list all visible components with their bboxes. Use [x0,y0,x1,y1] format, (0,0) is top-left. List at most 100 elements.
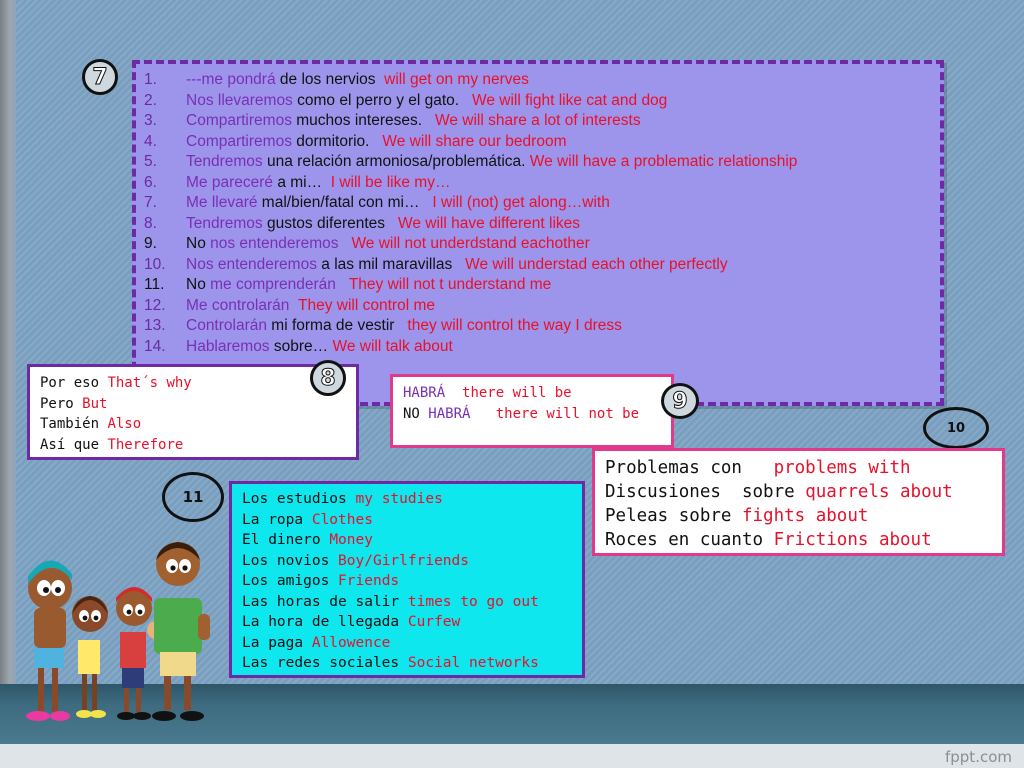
spanish-rest: gustos diferentes [262,214,386,232]
phrase-item: 10.Nos entenderemos a las mil maravillas… [144,255,940,276]
spanish-rest: a mi… [273,173,323,191]
english-topic: Curfew [407,614,461,630]
spanish-topic: La ropa [242,511,304,528]
spanish-connector: También [40,416,100,432]
spanish-verb: Me llevaré [186,194,258,211]
spanish-verb: Controlarán [186,317,267,334]
topic-row: Los amigos Friends [242,571,572,592]
watermark: fppt.com [944,748,1012,766]
spanish-topic: Los estudios [242,491,347,507]
english-phrase: Frictions about [773,530,932,550]
marker-9: 9 [661,383,699,419]
english-topic: Boy/Girlfriends [338,552,469,569]
english-translation: I will be like my… [330,173,451,191]
topic-row: Los estudios my studies [242,489,572,510]
connector-row: Así que Therefore [40,435,346,456]
item-number: 5. [144,153,157,170]
english-phrase: problems with [773,458,911,478]
english-phrase: quarrels about [805,482,953,502]
phrase-item: 11.No me comprenderán They will not t un… [144,275,940,296]
english-translation: We will fight like cat and dog [472,91,668,109]
phrase-item: 7. Me llevaré mal/bien/fatal con mi… I wi… [144,193,940,214]
topic-row: La hora de llegada Curfew [242,612,572,633]
item-number: 11. [144,276,165,293]
spanish-phrase: Problemas con [605,458,742,478]
left-frame-edge [0,0,16,768]
spanish-rest: a las mil maravillas [316,255,453,273]
spanish-rest: sobre… [269,337,329,355]
item-number: 8. [144,214,157,232]
phrase-item: 6.Me pareceré a mi… I will be like my… [144,173,940,194]
future-phrases-box: 1. ---me pondrá de los nervios will get o… [132,60,944,406]
english-topic: Social networks [407,655,539,671]
phrase-item: 4.Compartiremos dormitorio. We will shar… [144,132,940,153]
item-number: 7. [144,194,157,211]
item-number: 2. [144,91,157,109]
spanish-phrase: Roces en cuanto [605,530,764,550]
english-translation: We will not underdstand eachother [351,235,590,252]
english-translation: We will share a lot of interests [434,112,641,129]
english-connector: Also [107,416,142,432]
floor-bottom-strip [0,744,1024,768]
spanish-rest: mal/bien/fatal con mi… [257,194,420,211]
phrase-item: 12.Me controlarán They will control me [144,296,940,317]
spanish-negation: No [186,235,211,252]
item-number: 12. [144,296,166,314]
phrase-item: 2.Nos llevaremos como el perro y el gato… [144,91,940,112]
spanish-topic: La paga [242,634,304,651]
spanish-phrase: Discusiones sobre [605,482,795,502]
item-number: 13. [144,317,166,334]
english-connector: But [82,395,108,412]
topic-row: Las redes sociales Social networks [242,653,572,674]
phrase-item: 9.No nos entenderemos We will not underd… [144,234,940,255]
topic-row: La paga Allowence [242,633,572,654]
topic-row: La ropa Clothes [242,510,572,531]
spanish-verb: Hablaremos [186,337,270,355]
english-translation: They will control me [298,296,435,314]
english-phrase: fights about [741,506,869,526]
english-topic: times to go out [407,593,539,610]
spanish-connector: Pero [40,395,74,412]
topic-row: Las horas de salir times to go out [242,592,572,613]
problem-row: Discusiones sobre quarrels about [605,480,992,504]
connectors-box: Por eso That´s why Pero But También Also… [27,364,359,460]
phrase-item: 1. ---me pondrá de los nervios will get o… [144,70,940,91]
spanish-rest: de los nervios [275,71,376,88]
spanish-topic: Las horas de salir [242,593,400,610]
girl-figure-icon [26,560,72,721]
spanish-negation: NO [403,406,429,422]
spanish-rest: mi forma de vestir [267,317,395,334]
spanish-verb: nos entenderemos [210,235,339,252]
spanish-topic: Las redes sociales [242,655,400,671]
english-translation: I will (not) get along…with [432,194,610,211]
english-translation: there will not be [495,406,640,422]
english-topic: Allowence [311,634,391,651]
spanish-verb: me comprenderán [210,276,336,293]
english-translation: We will talk about [332,337,453,355]
english-translation: they will control the way I dress [407,317,622,334]
topics-box: Los estudios my studies La ropa Clothes … [229,481,585,678]
phrase-item: 14.Hablaremos sobre… We will talk about [144,337,940,358]
spanish-verb: Me pareceré [186,173,274,191]
english-topic: my studies [355,491,443,507]
spanish-negation: No [186,276,211,293]
english-topic: Money [329,532,373,548]
small-girl-figure-icon [72,596,108,718]
spanish-topic: Los amigos [242,573,330,589]
topic-row: El dinero Money [242,530,572,551]
spanish-verb: Tendremos [186,153,263,170]
spanish-verb: Compartiremos [186,132,292,150]
item-number: 1. [144,71,157,88]
english-translation: will get on my nerves [384,71,529,88]
spanish-verb: ---me pondrá [186,71,276,88]
future-phrases-list: 1. ---me pondrá de los nervios will get o… [136,64,940,357]
english-translation: We will have different likes [397,214,581,232]
problem-row: Peleas sobre fights about [605,504,992,528]
problem-row: Roces en cuanto Frictions about [605,528,992,552]
marker-10: 10 [923,407,989,449]
spanish-phrase: Peleas sobre [605,506,732,526]
english-topic: Clothes [311,511,373,528]
spanish-rest: como el perro y el gato. [292,91,460,109]
spanish-topic: Los novios [242,552,330,569]
habra-box: HABRÁ there will be NO HABRÁ there will … [390,374,674,448]
